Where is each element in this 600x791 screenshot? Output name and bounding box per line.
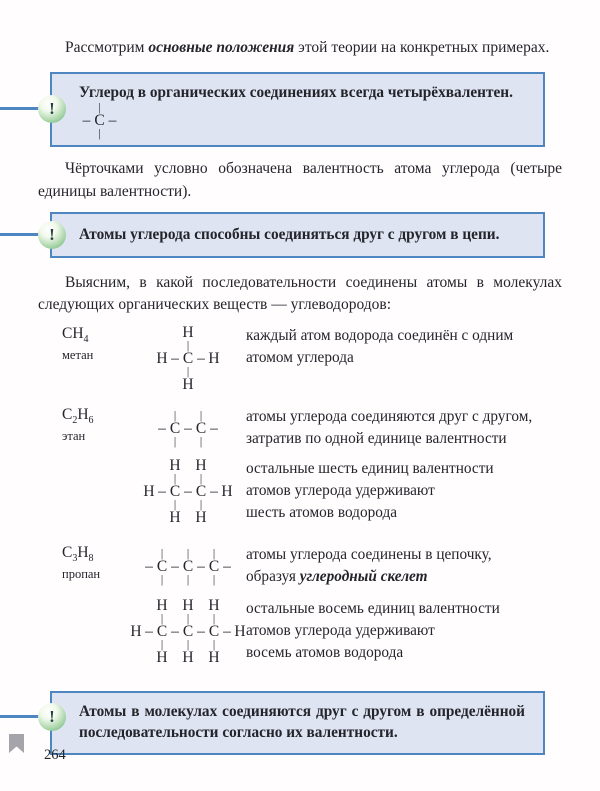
callout-tetravalent: ! Углерод в органических соединениях все… (0, 71, 545, 147)
entry-label-column: CH4 метан (62, 325, 130, 363)
entry-structure-column: | | | –C–C–C– | | | (130, 544, 246, 586)
substance-name: метан (62, 347, 94, 362)
exclamation-glyph: ! (49, 706, 55, 726)
callout-chains: ! Атомы углерода способны соединяться др… (0, 212, 545, 258)
structural-formula: H H H | | | H–C–C–C–H | | | H H H (130, 596, 246, 666)
bookmark-icon (9, 734, 24, 753)
hydrocarbon-entry: CH4 метан H | H–C–H | H каждый атом водо… (62, 323, 562, 393)
entry-label-column: C2H6 этан (62, 406, 130, 444)
dashes-note-paragraph: Чёрточками условно обозначена валентност… (38, 160, 562, 200)
page-number: 264 (44, 747, 66, 763)
callout-tetravalent-text: Углерод в органических соединениях всегд… (79, 83, 513, 101)
substance-name: этан (62, 428, 86, 443)
intro-paragraph: Рассмотрим основные положения этой теори… (65, 39, 550, 56)
chemical-formula: C2H6 (62, 405, 94, 426)
structural-formula: | | –C–C– | | (158, 409, 218, 448)
chemical-formula: CH4 (62, 324, 89, 345)
entry-structure-column: H | H–C–H | H (130, 323, 246, 393)
connector-line (0, 233, 46, 236)
entry-description: атомы углерода соединяются друг с другом… (246, 407, 533, 447)
hydrocarbon-entry: C2H6 этан | | –C–C– | | атомы углерода с… (62, 406, 562, 450)
callout-chains-text: Атомы углерода способны соединяться друг… (79, 226, 500, 243)
structural-formula: H | H–C–H | H (156, 323, 220, 393)
entry-structure-column: | | –C–C– | | (130, 406, 246, 448)
chemical-formula: C3H8 (62, 543, 94, 564)
structural-formula: H H | | H–C–C–H | | H H (143, 456, 233, 526)
structural-formula: | | | –C–C–C– | | | (145, 547, 231, 586)
entries: CH4 метан H | H–C–H | H каждый атом водо… (62, 323, 562, 666)
entry-label-column (62, 598, 130, 601)
exclamation-glyph: ! (49, 225, 55, 244)
entry-label-column: C3H8 пропан (62, 544, 130, 582)
hydrocarbon-entry: C3H8 пропан | | | –C–C–C– | | | атомы уг… (62, 544, 562, 588)
exclamation-icon: ! (38, 94, 66, 123)
substance-name: пропан (62, 566, 101, 581)
entry-description: атомы углерода соединены в цепочку,образ… (246, 545, 492, 585)
connector-line (0, 714, 46, 718)
hydrocarbon-entry: H H H | | | H–C–C–C–H | | | H H H осталь… (62, 596, 562, 666)
entry-structure-column: H H | | H–C–C–H | | H H (130, 456, 246, 526)
callout-order: ! Атомы в молекулах соединяются друг с д… (0, 690, 545, 755)
entry-structure-column: H H H | | | H–C–C–C–H | | | H H H (130, 596, 246, 666)
exclamation-glyph: ! (49, 98, 55, 118)
exclamation-icon: ! (38, 702, 66, 731)
entry-label-column (62, 458, 130, 461)
lets-find-out-paragraph: Выясним, в какой последовательности соед… (38, 273, 562, 314)
exclamation-icon: ! (38, 221, 66, 249)
carbon-valence-formula: | –C– | (82, 102, 117, 140)
hydrocarbon-entry: H H | | H–C–C–H | | H H остальные шесть … (62, 456, 562, 526)
connector-line (0, 106, 46, 110)
callout-order-text: Атомы в молекулах соединяются друг с дру… (79, 702, 525, 742)
